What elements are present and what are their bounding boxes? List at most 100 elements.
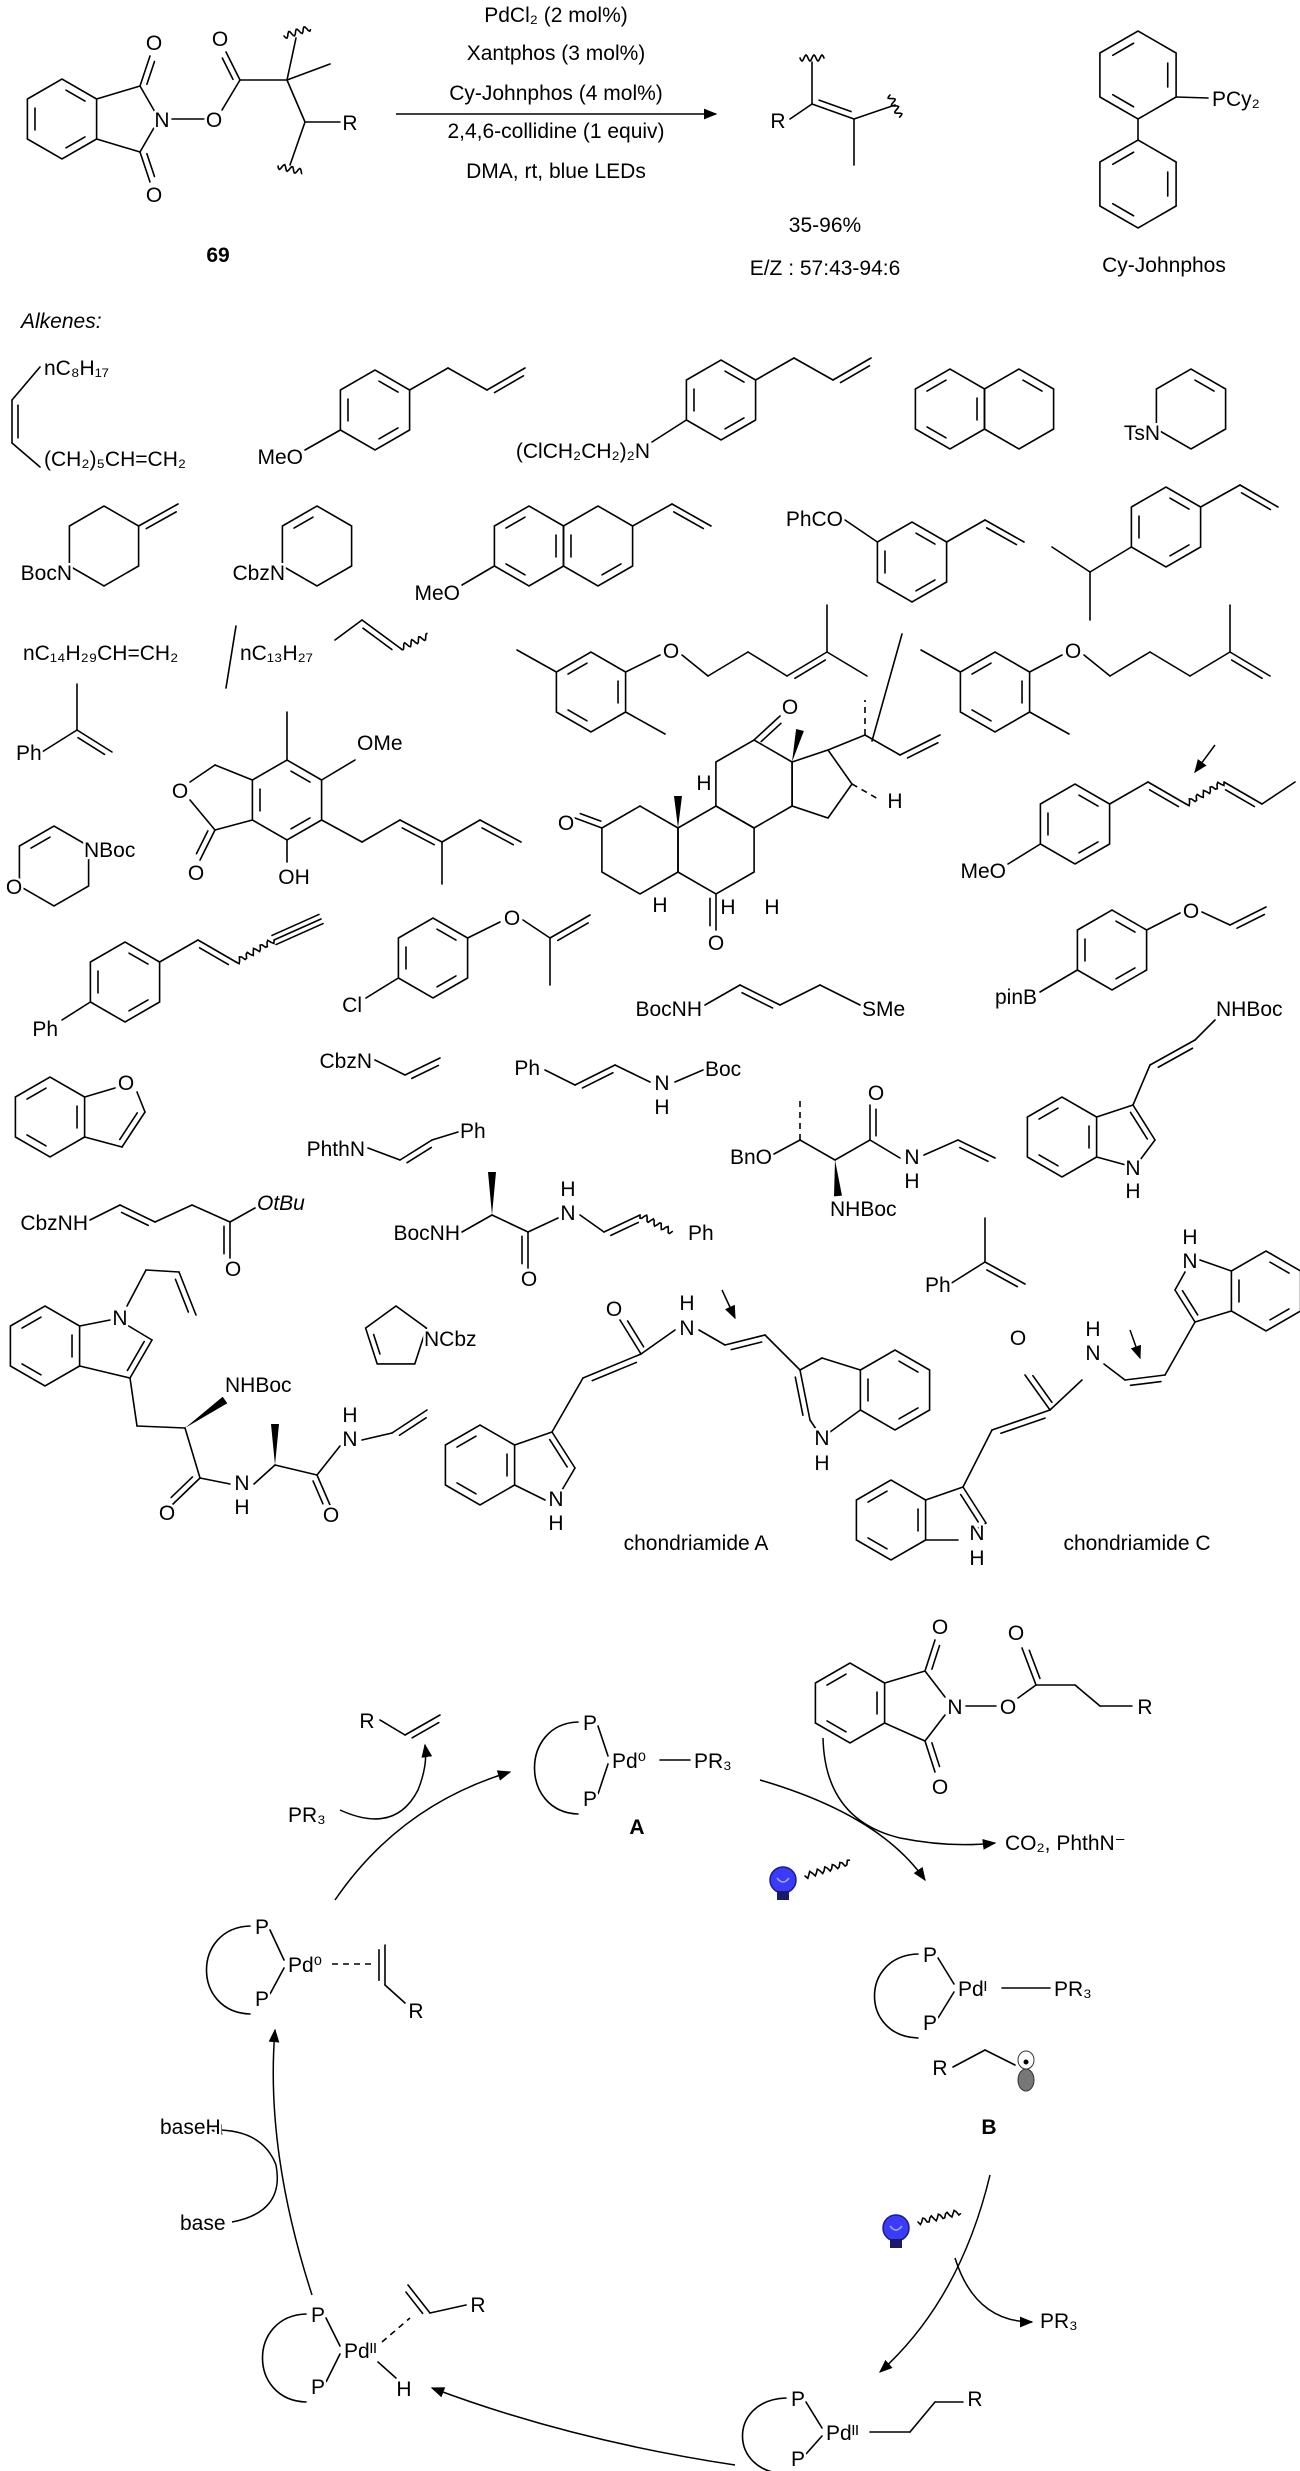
- bond: [325, 2317, 341, 2347]
- ring: [1026, 1096, 1098, 1178]
- atom-label: CbzN: [319, 1050, 372, 1073]
- double-bond-inner: [931, 1644, 941, 1670]
- bond: [1017, 1684, 1037, 1699]
- ring: [1230, 1250, 1300, 1332]
- ring-double-bond: [293, 516, 314, 529]
- bond: [126, 1269, 147, 1307]
- atom-label: N: [342, 1428, 357, 1451]
- double-bond-inner: [1129, 1111, 1149, 1140]
- double-bond: [404, 1714, 441, 1736]
- bond: [864, 734, 901, 756]
- double-bond: [619, 1319, 642, 1355]
- bond: [1201, 911, 1231, 926]
- bond: [883, 1722, 926, 1742]
- double-bond: [799, 1369, 811, 1421]
- double-bond: [404, 1057, 441, 1076]
- atom-label: MeO: [960, 860, 1006, 883]
- atom-label: N: [904, 1146, 919, 1169]
- bond: [805, 2435, 823, 2455]
- bond: [962, 1429, 993, 1488]
- double-bond-inner: [398, 1416, 427, 1437]
- ring: [1076, 909, 1148, 991]
- double-bond-inner: [145, 511, 178, 530]
- atom-label: SMe: [862, 998, 905, 1021]
- naphthalene-b: [562, 505, 634, 587]
- double-bond: [178, 1271, 197, 1316]
- side-arrow: [954, 2257, 1034, 2328]
- ring-double-bond: [1169, 544, 1190, 557]
- atom-label: R: [470, 2294, 485, 2317]
- palladium-label: Pd⁰: [288, 1954, 322, 1977]
- atom-label: H: [1182, 1226, 1197, 1249]
- bond: [95, 85, 141, 100]
- atom-label: CbzNH: [20, 1212, 88, 1235]
- ring: [339, 369, 411, 451]
- bond: [1051, 546, 1091, 573]
- atom-label: O: [521, 1268, 537, 1291]
- double-bond: [724, 1334, 766, 1346]
- double-bond-inner: [1157, 1047, 1194, 1069]
- bond: [707, 651, 749, 677]
- atom-label: R: [932, 2057, 947, 2080]
- cycle-arrow: [878, 2174, 991, 2373]
- substrate-benzene: [814, 1662, 886, 1744]
- double-bond-inner: [1129, 1380, 1162, 1387]
- double-bond: [119, 1204, 156, 1223]
- palladium-label: Pdᴵᴵ: [826, 2422, 859, 2445]
- double-bond-inner: [406, 1146, 433, 1164]
- double-bond: [225, 51, 241, 81]
- slash-divider: [871, 633, 903, 742]
- double-bond-inner: [959, 1146, 989, 1163]
- wavy-bond: [277, 163, 303, 175]
- bond: [544, 1069, 576, 1086]
- double-bond-inner: [146, 152, 156, 178]
- light-bulb-icon: [882, 2214, 910, 2242]
- ring-double-bond: [505, 563, 526, 576]
- bond: [361, 1432, 393, 1441]
- atom-label: H: [654, 1096, 669, 1119]
- palladium-label: Pd⁰: [612, 1750, 646, 1773]
- side-arrow: [822, 1737, 997, 1850]
- atom-label: N: [1085, 1342, 1100, 1365]
- double-bond: [1223, 781, 1263, 805]
- bond-layer: [9, 26, 1300, 2471]
- double-bond-inner: [591, 1361, 638, 1382]
- bond: [374, 1059, 406, 1076]
- atom-label: P: [255, 1988, 269, 2011]
- atom-label: Ph: [925, 1274, 951, 1297]
- atom-label: Ph: [514, 1057, 540, 1080]
- bond: [923, 1139, 959, 1156]
- atom-label: (CH₂)₅CH=CH₂: [44, 448, 186, 471]
- atom-label: P: [311, 2376, 325, 2399]
- bond: [1007, 843, 1042, 865]
- atom-label: O: [1000, 1696, 1016, 1719]
- bond: [1028, 711, 1070, 735]
- atom-label: R: [342, 112, 357, 135]
- ring-double-bond: [290, 817, 311, 830]
- bond: [789, 103, 813, 120]
- atom-label: NHBoc: [1216, 998, 1283, 1021]
- ring-double-bond: [926, 426, 947, 439]
- atom-label: P: [311, 2304, 325, 2327]
- double-bond-inner: [1028, 1649, 1041, 1680]
- double-bond-inner: [579, 812, 602, 822]
- double-bond: [1024, 1374, 1051, 1411]
- bond: [1175, 96, 1209, 99]
- bond: [1083, 654, 1111, 677]
- bond: [229, 1207, 256, 1223]
- atom-label: H: [652, 894, 667, 917]
- double-bond: [407, 2284, 431, 2314]
- bond: [984, 2049, 1016, 2066]
- double-bond: [1149, 1039, 1196, 1066]
- compound-number: 69: [206, 244, 229, 267]
- ring-double-bond: [1269, 1308, 1290, 1321]
- double-bond-inner: [1148, 789, 1180, 808]
- double-bond: [832, 357, 872, 381]
- bond: [920, 649, 962, 673]
- double-bond-inner: [1000, 1417, 1046, 1435]
- atom-label: O: [868, 1082, 884, 1105]
- bond: [949, 1261, 986, 1285]
- bond: [924, 1714, 946, 1742]
- atom-label: MeO: [257, 446, 303, 469]
- double-bond-inner: [170, 1476, 194, 1499]
